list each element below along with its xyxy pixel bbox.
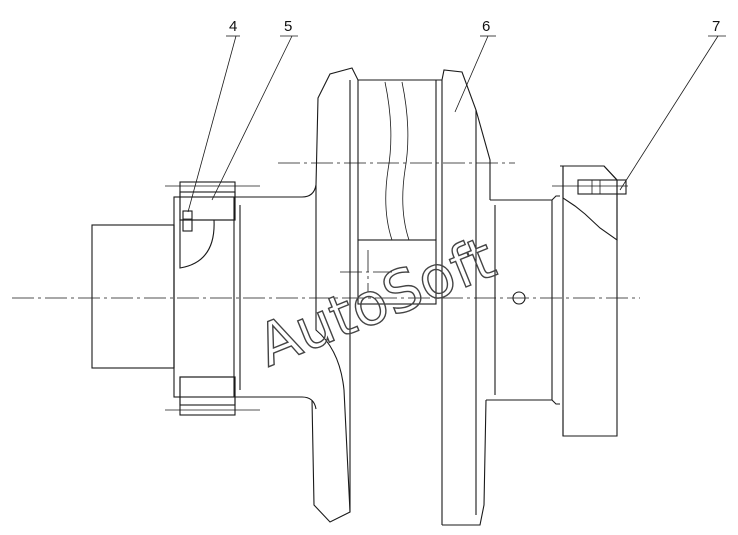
center-lines <box>12 162 640 299</box>
woodruff-key <box>182 210 193 232</box>
callout-5: 5 <box>284 18 292 35</box>
callout-4: 4 <box>229 18 237 35</box>
front-nose <box>91 196 235 398</box>
rear-journal <box>486 195 560 405</box>
dowel-pin <box>577 179 627 195</box>
timing-gear <box>165 181 260 416</box>
rear-flange <box>552 165 628 437</box>
leader-lines <box>187 35 726 213</box>
callout-7: 7 <box>712 18 720 35</box>
crank-web <box>311 67 491 526</box>
watermark: AutoSoft <box>248 224 504 380</box>
callout-6: 6 <box>482 18 490 35</box>
